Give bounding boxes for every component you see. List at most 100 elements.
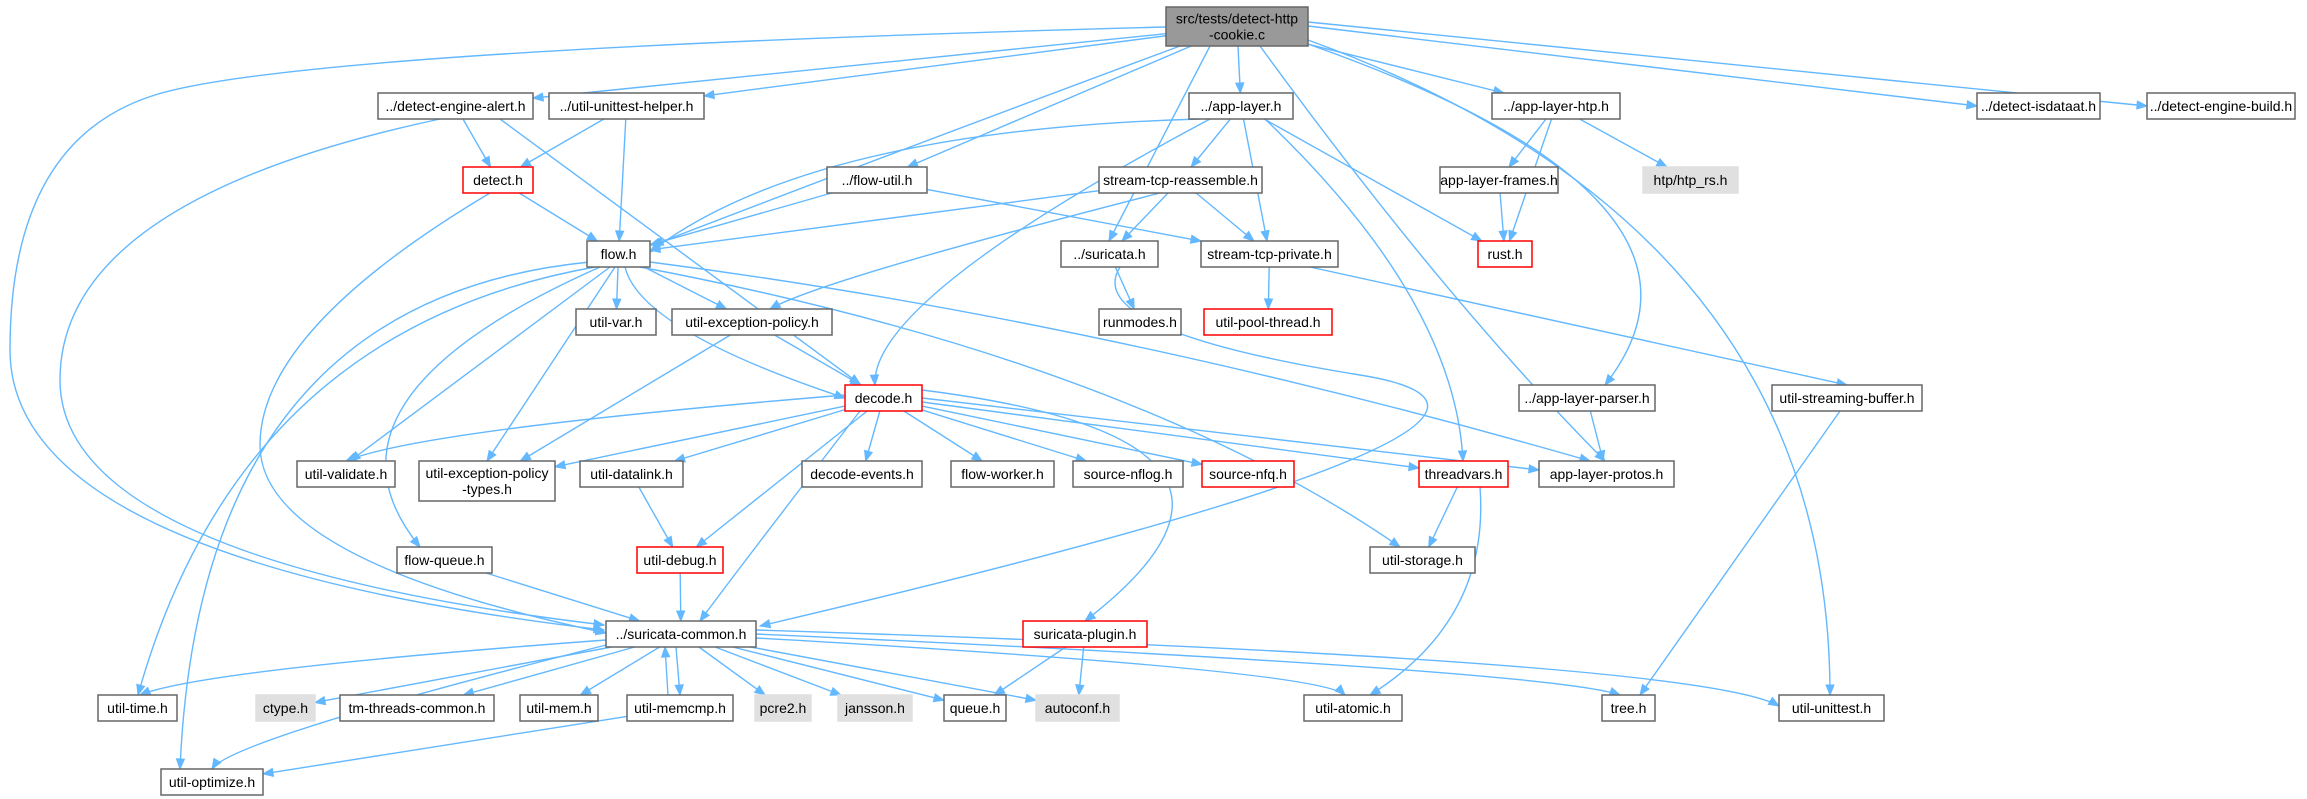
node-label: util-exception-policy.h	[685, 314, 819, 330]
edge-suricata-common-to-autoconf	[750, 646, 1038, 704]
node-ctype[interactable]: ctype.h	[255, 694, 316, 722]
edge-line	[695, 410, 868, 548]
node-box	[1477, 240, 1533, 268]
node-util-debug[interactable]: util-debug.h	[636, 546, 724, 574]
node-label: htp/htp_rs.h	[1654, 172, 1728, 188]
node-stream-tcp-private[interactable]: stream-tcp-private.h	[1200, 240, 1339, 268]
node-util-memcmp[interactable]: util-memcmp.h	[626, 694, 734, 722]
edge-line	[1307, 43, 1642, 386]
node-util-exception-policy-types[interactable]: util-exception-policy-types.h	[418, 460, 556, 502]
edge-arrowhead	[1388, 537, 1402, 548]
node-suricata[interactable]: ../suricata.h	[1060, 240, 1159, 268]
node-rust[interactable]: rust.h	[1477, 240, 1533, 268]
edge-line	[921, 401, 1420, 469]
node-util-streaming-buffer[interactable]: util-streaming-buffer.h	[1771, 384, 1923, 412]
node-suricata-common[interactable]: ../suricata-common.h	[605, 620, 757, 648]
node-suricata-plugin[interactable]: suricata-plugin.h	[1022, 620, 1148, 648]
edge-detect-engine-alert-to-decode	[499, 118, 862, 385]
node-util-optimize[interactable]: util-optimize.h	[160, 768, 264, 796]
node-app-layer[interactable]: ../app-layer.h	[1188, 92, 1294, 120]
edge-line	[1579, 118, 1668, 168]
node-root[interactable]: src/tests/detect-http-cookie.c	[1165, 6, 1309, 47]
node-util-storage[interactable]: util-storage.h	[1369, 546, 1476, 574]
edge-line	[1307, 25, 1978, 107]
edge-line	[9, 26, 1167, 631]
node-box	[418, 460, 556, 502]
node-detect-engine-build[interactable]: ../detect-engine-build.h	[2146, 92, 2296, 120]
node-app-layer-htp[interactable]: ../app-layer-htp.h	[1491, 92, 1621, 120]
node-util-unittest-helper[interactable]: ../util-unittest-helper.h	[548, 92, 705, 120]
edge-arrowhead	[481, 155, 492, 169]
node-util-pool-thread[interactable]: util-pool-thread.h	[1203, 308, 1333, 336]
node-flow[interactable]: flow.h	[586, 240, 651, 268]
edge-line	[1309, 266, 1848, 386]
node-app-layer-protos[interactable]: app-layer-protos.h	[1538, 460, 1675, 488]
node-box	[1098, 166, 1263, 194]
node-label: detect.h	[473, 172, 523, 188]
node-box	[1060, 240, 1159, 268]
node-label: flow-worker.h	[961, 466, 1043, 482]
node-util-var[interactable]: util-var.h	[575, 308, 657, 336]
node-source-nflog[interactable]: source-nflog.h	[1072, 460, 1184, 488]
node-flow-util[interactable]: ../flow-util.h	[826, 166, 928, 194]
node-stream-tcp-reassemble[interactable]: stream-tcp-reassemble.h	[1098, 166, 1263, 194]
node-htp-rs[interactable]: htp/htp_rs.h	[1642, 166, 1739, 194]
node-util-unittest[interactable]: util-unittest.h	[1778, 694, 1885, 722]
node-flow-queue[interactable]: flow-queue.h	[396, 546, 493, 574]
edge-line	[580, 646, 660, 696]
edge-line	[463, 646, 635, 696]
node-pcre2[interactable]: pcre2.h	[754, 694, 812, 722]
node-label: rust.h	[1487, 246, 1522, 262]
edge-flow-to-util-var	[612, 266, 622, 311]
node-util-validate[interactable]: util-validate.h	[296, 460, 396, 488]
node-app-layer-parser[interactable]: ../app-layer-parser.h	[1518, 384, 1656, 412]
node-jansson[interactable]: jansson.h	[837, 694, 913, 722]
edge-arrowhead	[648, 237, 662, 247]
node-util-atomic[interactable]: util-atomic.h	[1303, 694, 1403, 722]
node-source-nfq[interactable]: source-nfq.h	[1201, 460, 1295, 488]
edge-arrowhead	[1639, 683, 1650, 697]
node-detect-engine-alert[interactable]: ../detect-engine-alert.h	[377, 92, 534, 120]
edge-arrowhead	[531, 92, 544, 102]
node-box	[160, 768, 264, 796]
node-decode-events[interactable]: decode-events.h	[801, 460, 923, 488]
edge-stream-tcp-private-to-util-streaming-buffer	[1309, 266, 1849, 388]
node-box	[519, 694, 599, 722]
node-label: util-mem.h	[526, 700, 591, 716]
node-label: source-nfq.h	[1209, 466, 1287, 482]
edge-suricata-common-to-jansson	[714, 646, 843, 696]
node-label: ../app-layer.h	[1201, 98, 1282, 114]
edge-line	[1307, 39, 1831, 696]
edge-line	[903, 410, 983, 462]
node-util-datalink[interactable]: util-datalink.h	[579, 460, 684, 488]
node-label: ../suricata.h	[1073, 246, 1145, 262]
edge-arrowhead	[614, 230, 625, 243]
edge-line	[921, 405, 1203, 466]
edge-decode-to-flow-worker	[903, 410, 984, 462]
node-flow-worker[interactable]: flow-worker.h	[950, 460, 1055, 488]
node-label: util-exception-policy	[426, 465, 549, 481]
node-autoconf[interactable]: autoconf.h	[1035, 694, 1120, 722]
node-runmodes[interactable]: runmodes.h	[1098, 308, 1182, 336]
node-box	[636, 546, 724, 574]
node-detect-isdataat[interactable]: ../detect-isdataat.h	[1976, 92, 2101, 120]
edge-line	[703, 35, 1167, 97]
node-util-exception-policy[interactable]: util-exception-policy.h	[671, 308, 833, 336]
node-threadvars[interactable]: threadvars.h	[1418, 460, 1509, 488]
edge-line	[618, 118, 627, 242]
node-decode[interactable]: decode.h	[844, 384, 923, 412]
node-tree[interactable]: tree.h	[1601, 694, 1656, 722]
node-util-time[interactable]: util-time.h	[97, 694, 178, 722]
edge-stream-tcp-reassemble-to-util-exception-policy	[768, 192, 1161, 310]
node-app-layer-frames[interactable]: app-layer-frames.h	[1439, 166, 1559, 194]
edge-arrowhead	[585, 231, 599, 242]
node-tm-threads-common[interactable]: tm-threads-common.h	[339, 694, 495, 722]
edge-arrowhead	[932, 693, 946, 703]
edge-flow-to-app-layer-protos	[649, 261, 1592, 463]
node-util-mem[interactable]: util-mem.h	[519, 694, 599, 722]
node-label: app-layer-frames.h	[1440, 172, 1558, 188]
node-queue[interactable]: queue.h	[943, 694, 1007, 722]
edge-arrowhead	[1528, 464, 1541, 474]
node-detect[interactable]: detect.h	[462, 166, 534, 194]
